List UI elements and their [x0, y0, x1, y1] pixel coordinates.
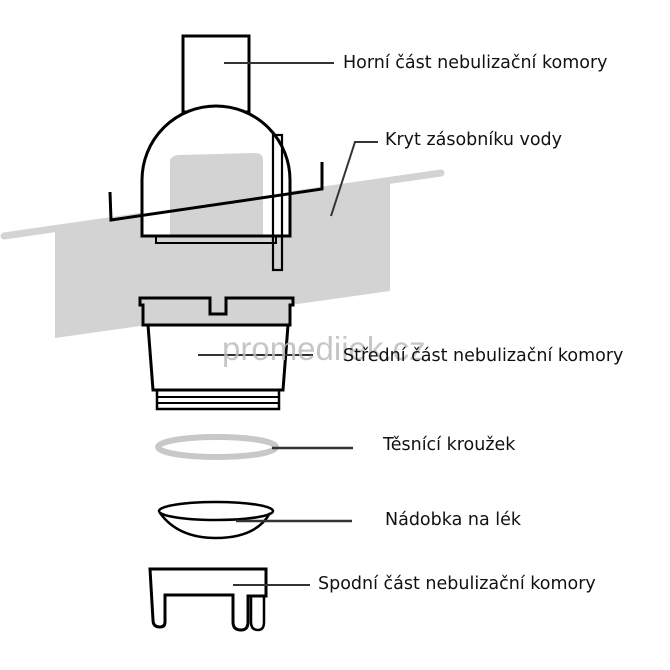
- label-bottom-chamber: Spodní část nebulizační komory: [318, 574, 596, 594]
- leader-cover: [330, 141, 378, 217]
- label-middle-chamber: Střední část nebulizační komory: [343, 346, 624, 366]
- leader-lines: [198, 62, 378, 586]
- label-seal-ring: Těsnící kroužek: [383, 435, 516, 455]
- seal-ring: [155, 434, 279, 460]
- label-upper-chamber: Horní část nebulizační komory: [343, 53, 608, 73]
- watermark: promediiek.cz: [222, 330, 426, 367]
- middle-chamber-part: [138, 296, 295, 411]
- label-medicine-cup: Nádobka na lék: [385, 510, 521, 530]
- upper-chamber-part: [108, 34, 324, 272]
- bottom-chamber-part: [148, 567, 268, 632]
- medicine-cup: [157, 500, 275, 540]
- label-water-cover: Kryt zásobníku vody: [385, 130, 563, 150]
